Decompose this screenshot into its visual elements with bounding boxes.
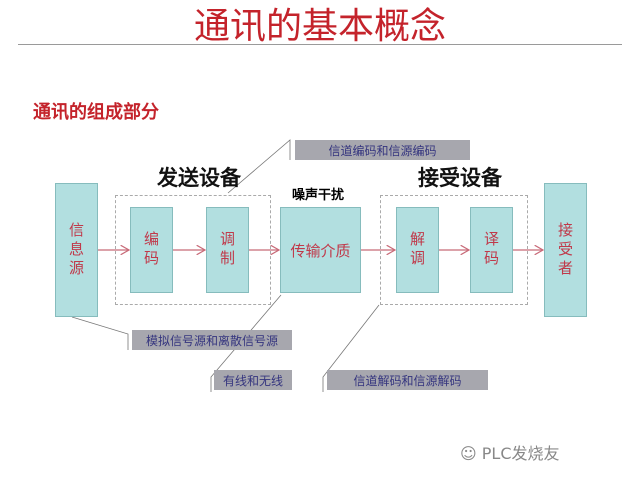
- page-title: 通讯的基本概念: [193, 6, 446, 47]
- noise-label: 噪声干扰: [292, 188, 345, 203]
- wechat-icon: ☺: [460, 444, 482, 463]
- watermark-text: PLC发烧友: [481, 444, 560, 463]
- callout-channel-decoding: 信道解码和信源解码: [327, 370, 488, 390]
- watermark: ☺ PLC发烧友: [460, 440, 560, 464]
- block-encode: 编码: [130, 207, 173, 293]
- receive-device-group: [380, 195, 528, 305]
- block-decode: 译码: [470, 207, 513, 293]
- block-modulate: 调制: [206, 207, 249, 293]
- block-source: 信息源: [55, 183, 98, 317]
- send-device-group: [115, 195, 271, 305]
- block-medium: 传输介质: [280, 207, 361, 293]
- block-demodulate: 解调: [396, 207, 439, 293]
- callout-leaders: [71, 139, 380, 392]
- receive-device-label: 接受设备: [418, 166, 502, 190]
- callout-medium-types: 有线和无线: [214, 370, 292, 390]
- send-device-label: 发送设备: [157, 166, 241, 190]
- title-divider: [18, 44, 622, 45]
- callout-channel-encoding: 信道编码和信源编码: [295, 140, 470, 160]
- section-subtitle: 通讯的组成部分: [33, 102, 159, 123]
- callout-source-types: 模拟信号源和离散信号源: [132, 330, 292, 350]
- block-receiver: 接受者: [544, 183, 587, 317]
